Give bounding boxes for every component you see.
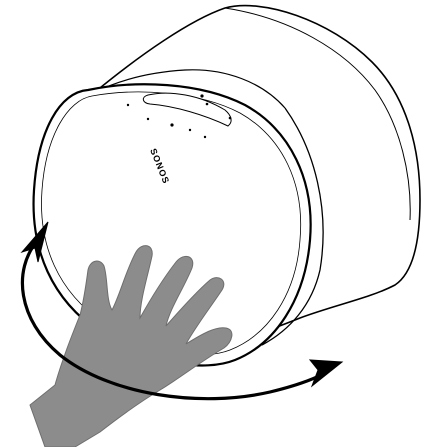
- control-dot: [127, 104, 129, 106]
- control-dot: [229, 117, 232, 120]
- control-dot: [206, 103, 209, 106]
- control-dot: [189, 129, 191, 131]
- control-dot: [200, 94, 203, 97]
- control-dot: [170, 123, 173, 126]
- arrowhead-right-icon: [310, 360, 342, 386]
- control-dot: [204, 136, 206, 138]
- control-dot: [147, 118, 149, 120]
